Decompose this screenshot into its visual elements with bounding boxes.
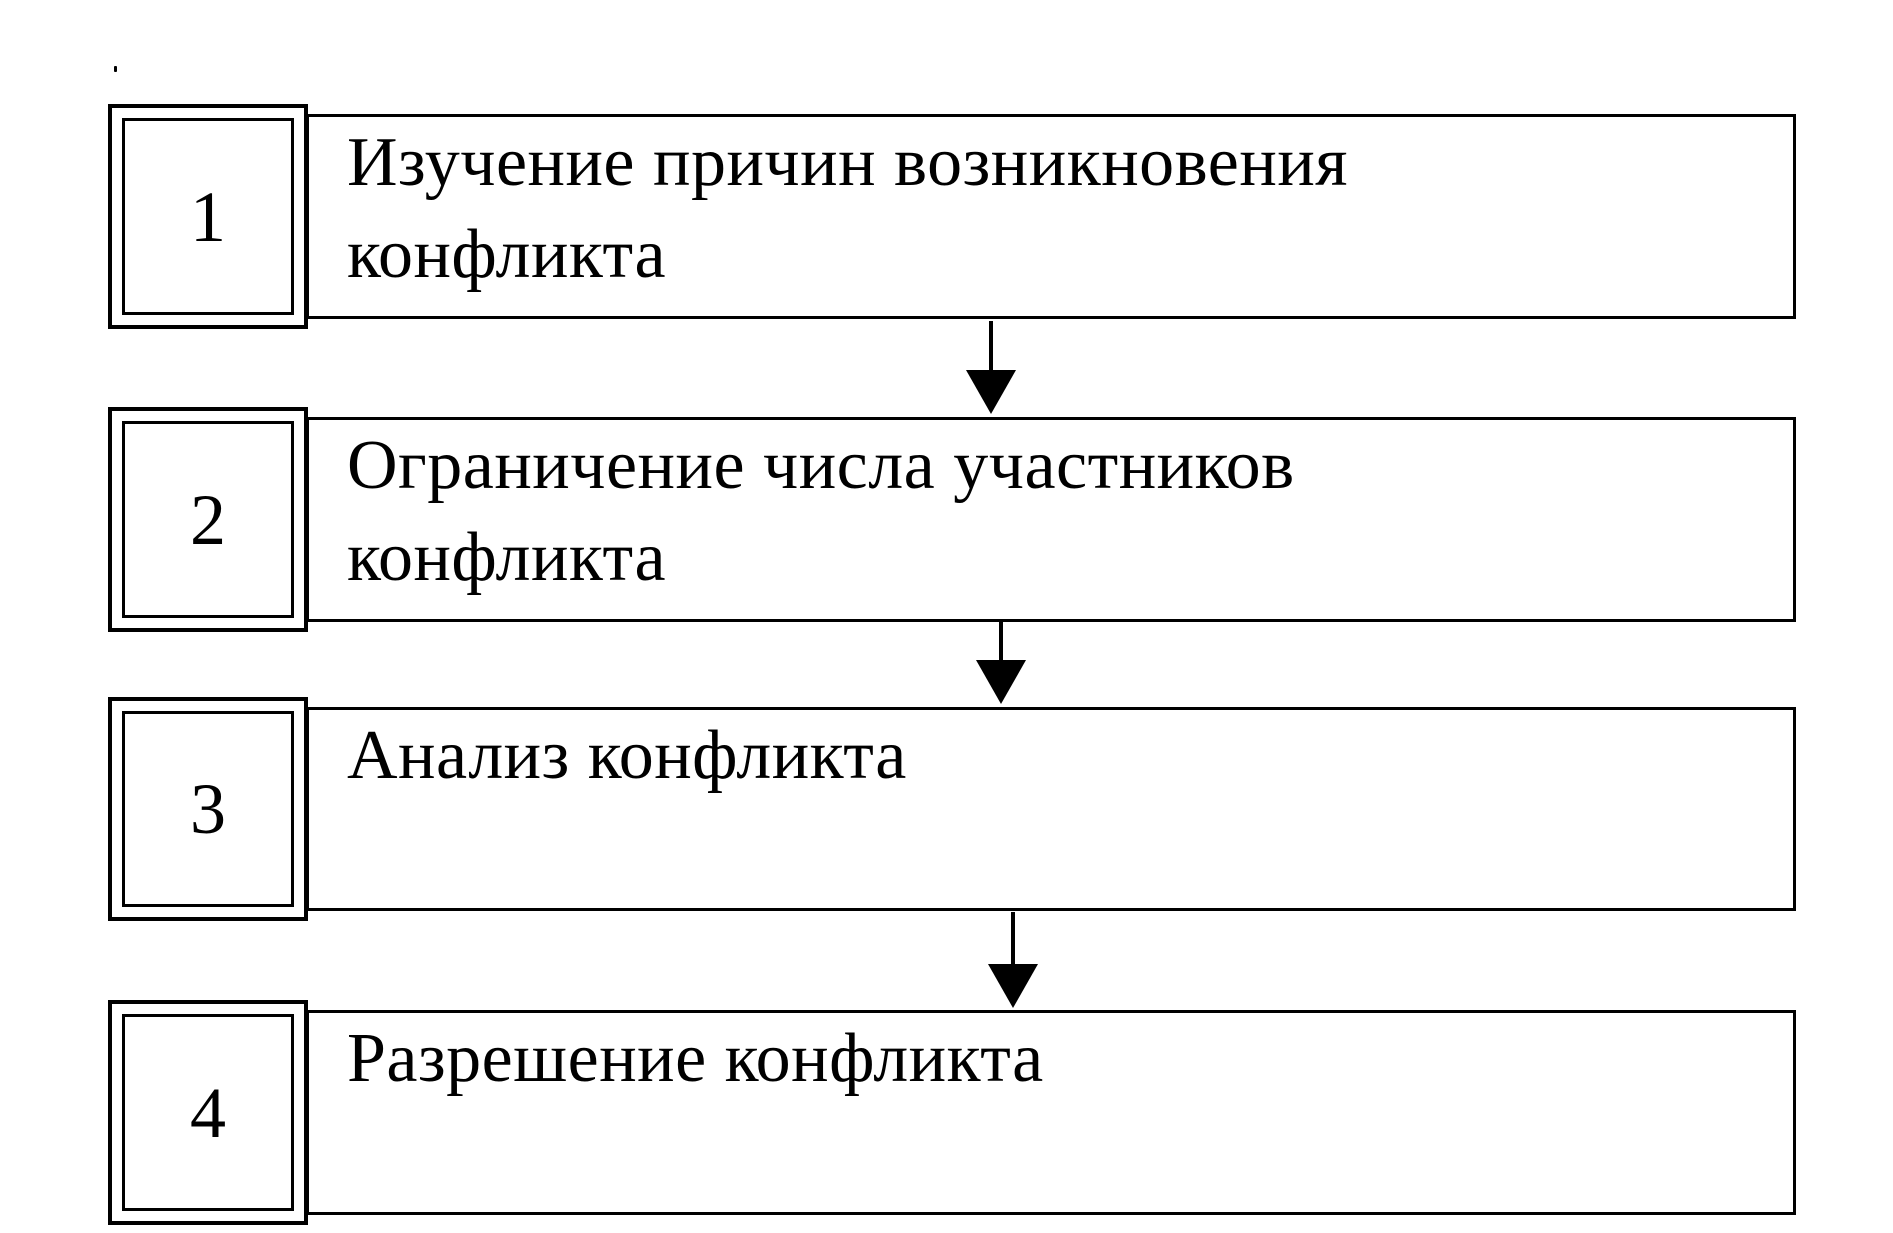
stray-dot [114, 66, 117, 72]
step-label: Анализ конфликта [347, 717, 907, 794]
step-3: 3 Анализ конфликта [108, 697, 1796, 921]
step-label: Ограничение числа участников конфликта [347, 427, 1295, 596]
step-number: 2 [190, 479, 226, 560]
step-number: 1 [190, 176, 226, 257]
arrow-down-icon [988, 912, 1038, 1008]
arrow-head [976, 660, 1026, 704]
step-text-box: Разрешение конфликта [306, 1010, 1796, 1215]
step-number: 3 [190, 769, 226, 849]
step-1: 1 Изучение причин возникновения конфликт… [108, 104, 1796, 329]
step-label: Изучение причин возникновения конфликта [347, 124, 1348, 293]
arrow-down-icon [966, 321, 1016, 414]
step-number-box: 4 [108, 1000, 308, 1225]
arrow-head [966, 370, 1016, 414]
step-2: 2 Ограничение числа участников конфликта [108, 407, 1796, 632]
step-text-box: Изучение причин возникновения конфликта [306, 114, 1796, 319]
arrow-shaft [999, 622, 1003, 664]
step-text-box: Анализ конфликта [306, 707, 1796, 911]
step-number-box: 3 [108, 697, 308, 921]
step-number-box: 2 [108, 407, 308, 632]
step-text-box: Ограничение числа участников конфликта [306, 417, 1796, 622]
step-4: 4 Разрешение конфликта [108, 1000, 1796, 1225]
arrow-head [988, 964, 1038, 1008]
arrow-shaft [1011, 912, 1015, 968]
step-number: 4 [190, 1072, 226, 1153]
step-label: Разрешение конфликта [347, 1020, 1044, 1097]
arrow-down-icon [976, 622, 1026, 704]
arrow-shaft [989, 321, 993, 373]
step-number-box: 1 [108, 104, 308, 329]
